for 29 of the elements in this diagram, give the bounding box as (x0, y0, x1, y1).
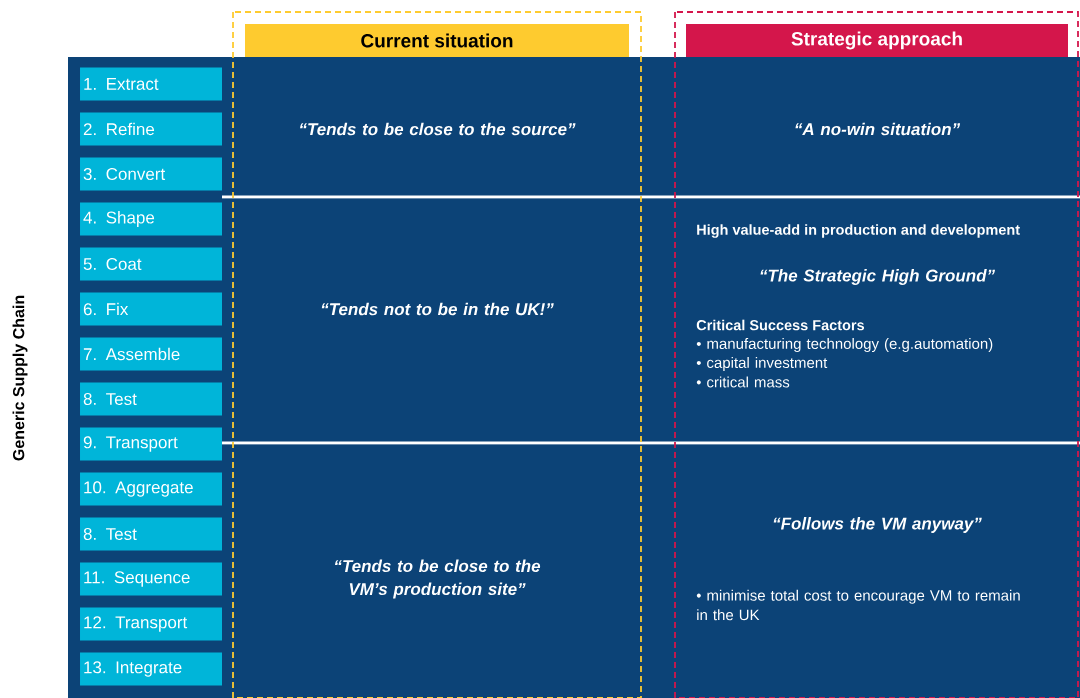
step-box: 11. Sequence (80, 562, 222, 596)
step-box: 4. Shape (80, 202, 222, 236)
step-box: 8. Test (80, 517, 222, 551)
step-box: 3. Convert (80, 157, 222, 191)
step-box: 12. Transport (80, 607, 222, 641)
quote-text: “The Strategic High Ground” (760, 269, 996, 285)
header-box: Current situation (245, 24, 629, 57)
step-box: 9. Transport (80, 427, 222, 461)
quote-text: “Follows the VM anyway” (773, 517, 982, 533)
step-box: 2. Refine (80, 112, 222, 146)
quote-text: “Tends to be close to the VM’s production site” (335, 559, 541, 599)
step-box: 7. Assemble (80, 337, 222, 371)
heading-text: High value-add in production and development (697, 224, 1020, 238)
step-box: 10. Aggregate (80, 472, 222, 506)
step-box: 1. Extract (80, 67, 222, 101)
quote-text: “A no-win situation” (795, 122, 961, 136)
step-box: 8. Test (80, 382, 222, 416)
bullet-text: • minimise total cost to encourage VM to remain in the UK (696, 589, 1020, 621)
step-box: 6. Fix (80, 292, 222, 326)
header-box: Strategic approach (686, 24, 1068, 57)
heading-text: Critical Success Factors (696, 319, 865, 331)
step-box: 5. Coat (80, 247, 222, 281)
quote-text: “Tends to be close to the source” (300, 122, 576, 136)
bullet-text: • critical mass (696, 376, 790, 388)
bullet-text: • manufacturing technology (e.g.automation) (696, 338, 993, 352)
step-box: 13. Integrate (80, 652, 222, 686)
axis-label: Generic Supply Chain (12, 295, 28, 461)
bullet-text: • capital investment (696, 357, 828, 371)
quote-text: “Tends not to be in the UK!” (321, 302, 554, 316)
